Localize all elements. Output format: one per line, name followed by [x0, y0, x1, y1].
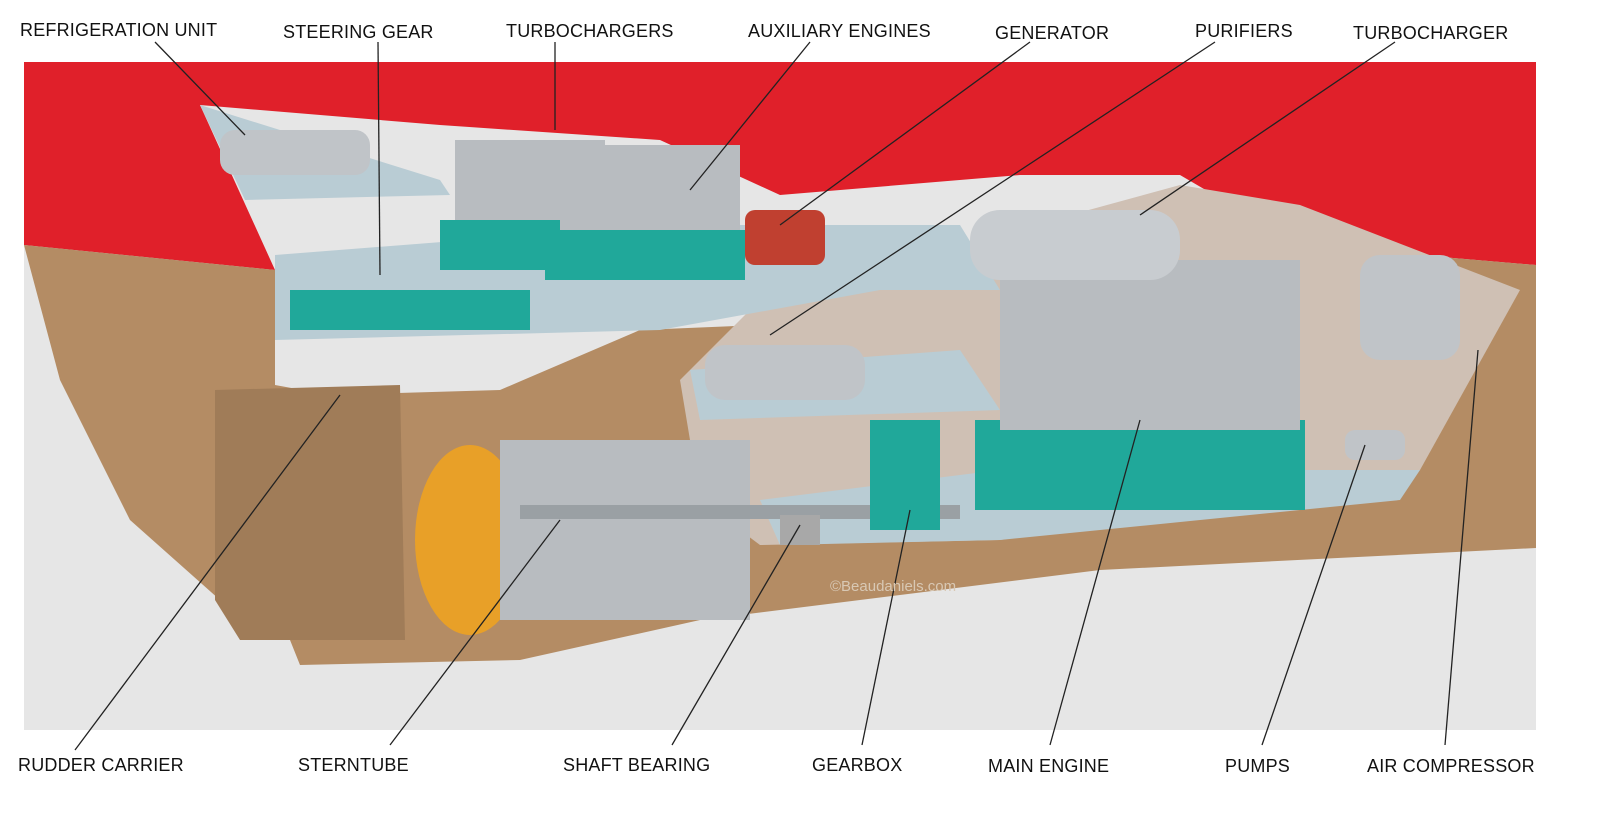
watermark: ©Beaudaniels.com	[830, 578, 957, 595]
label-purifiers: PURIFIERS	[1195, 21, 1293, 41]
label-sterntube: STERNTUBE	[298, 755, 409, 775]
gearbox	[870, 420, 940, 530]
rudder	[215, 385, 405, 640]
generator	[745, 210, 825, 265]
label-air-compressor: AIR COMPRESSOR	[1367, 756, 1535, 776]
leader-lines	[74, 41, 1479, 751]
purifiers	[705, 345, 865, 400]
main-turbocharger	[970, 210, 1180, 280]
hull-red-upper	[24, 62, 1536, 270]
main-engine-base	[975, 420, 1305, 510]
sterntube	[500, 440, 750, 620]
aux-engine-2-base	[545, 230, 745, 280]
label-refrigeration-unit: REFRIGERATION UNIT	[20, 20, 218, 40]
label-steering-gear: STEERING GEAR	[283, 22, 434, 42]
main-engine	[1000, 260, 1300, 430]
label-main-engine: MAIN ENGINE	[988, 756, 1110, 776]
steering-gear	[290, 290, 530, 330]
label-turbocharger: TURBOCHARGER	[1353, 23, 1509, 43]
shaft-bearing	[780, 515, 820, 545]
label-rudder-carrier: RUDDER CARRIER	[18, 755, 184, 775]
label-auxiliary-engines: AUXILIARY ENGINES	[748, 21, 931, 41]
air-compressor-tanks	[1360, 255, 1460, 360]
label-generator: GENERATOR	[995, 23, 1110, 43]
propeller	[415, 445, 525, 635]
refrigeration-unit	[220, 130, 370, 175]
label-gearbox: GEARBOX	[812, 755, 903, 775]
label-shaft-bearing: SHAFT BEARING	[563, 755, 711, 775]
label-turbochargers: TURBOCHARGERS	[506, 21, 674, 41]
label-pumps: PUMPS	[1225, 756, 1291, 776]
propeller-shaft	[520, 505, 960, 519]
pumps	[1345, 430, 1405, 460]
